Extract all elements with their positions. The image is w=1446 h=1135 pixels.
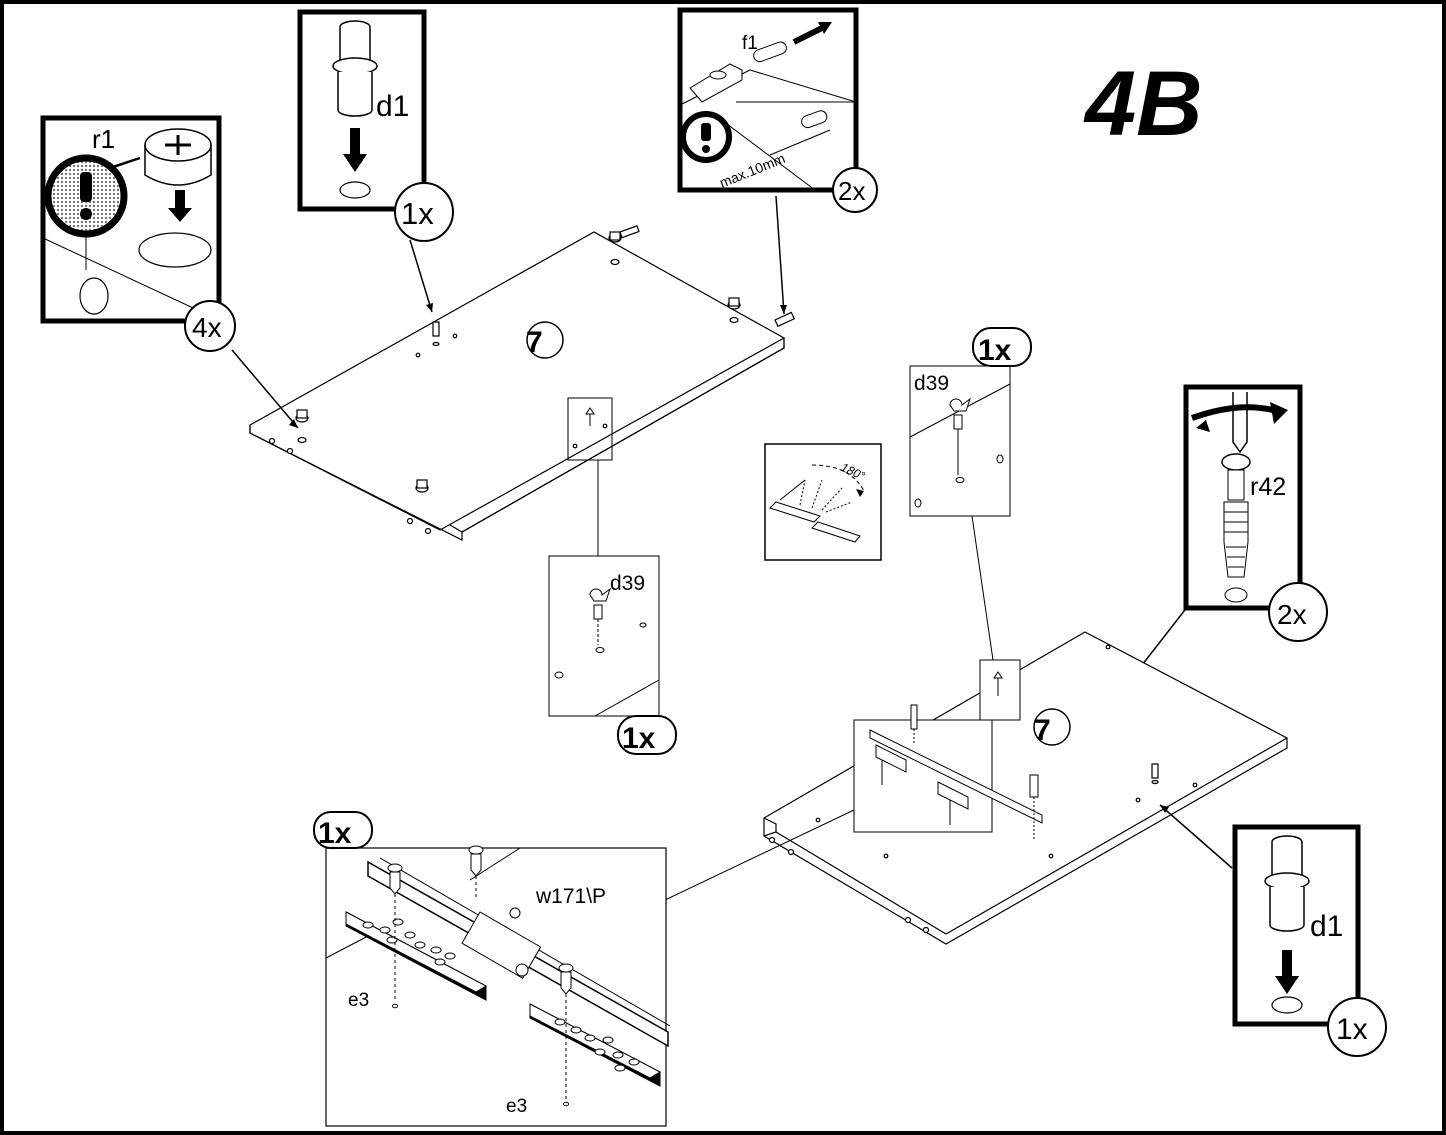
callout-r1 xyxy=(40,115,222,324)
quantity-d39-middle: 1x xyxy=(622,722,656,755)
quantity-badge-r1 xyxy=(184,300,236,352)
callout-d1-upper xyxy=(297,9,427,212)
panel-number-circle xyxy=(1033,708,1071,746)
part-label-e3-bottom: e3 xyxy=(506,1096,527,1117)
cam-fitting-icon xyxy=(415,479,429,493)
quantity-d1-upper: 1x xyxy=(401,196,434,231)
callout-d39-middle xyxy=(548,555,660,717)
part-label-f1: f1 xyxy=(742,33,758,54)
rotation-diagram xyxy=(764,443,882,561)
quantity-badge-w171 xyxy=(313,811,373,849)
part-label-r1: r1 xyxy=(92,124,115,154)
hinge-plate-icon xyxy=(993,671,1003,696)
panel-number-circle xyxy=(526,321,564,359)
part-label-d1-upper: d1 xyxy=(376,90,409,123)
callout-arrow xyxy=(409,239,433,313)
panel-7-upper xyxy=(249,225,796,541)
quantity-r42: 2x xyxy=(1277,599,1307,630)
part-label-d1-lower: d1 xyxy=(1310,910,1343,943)
part-label-r42: r42 xyxy=(1250,473,1286,501)
part-label-e3-left: e3 xyxy=(348,990,369,1011)
callout-r42 xyxy=(1183,384,1303,611)
hinge-plate-icon xyxy=(589,587,611,602)
quantity-f1: 2x xyxy=(838,176,865,206)
quantity-badge-d1-lower xyxy=(1327,997,1387,1057)
step-label: 4B xyxy=(1083,53,1203,155)
screw-icon xyxy=(1221,453,1251,471)
hinge-plate-icon xyxy=(585,407,595,426)
screw-icon xyxy=(558,963,574,1107)
screw-icon xyxy=(468,845,484,900)
callout-arrow xyxy=(775,195,785,315)
callout-line xyxy=(971,515,994,661)
dowel-icon xyxy=(753,41,787,63)
dowel-icon xyxy=(774,311,796,328)
callout-f1 xyxy=(677,7,859,193)
panel-7-lower xyxy=(763,631,1288,945)
quantity-d39-right: 1x xyxy=(978,334,1012,367)
quantity-badge-f1 xyxy=(832,167,878,213)
callout-arrow xyxy=(1159,804,1233,869)
quantity-badge-d1-upper xyxy=(394,182,454,242)
part-label-w171: w171\P xyxy=(535,885,606,908)
callout-d1-lower xyxy=(1232,824,1361,1027)
quantity-r1: 4x xyxy=(192,312,222,343)
wood-dowel-icon xyxy=(1271,835,1303,877)
quantity-badge-d39-middle xyxy=(617,715,677,755)
wood-dowel-icon xyxy=(339,20,371,62)
callout-w171 xyxy=(325,845,671,1127)
hinge-mechanism-frame xyxy=(853,704,1043,840)
detail-frame-small xyxy=(567,397,613,461)
part-label-d39-middle: d39 xyxy=(610,572,645,595)
part-label-d39-right: d39 xyxy=(914,372,949,395)
cam-fitting-icon xyxy=(608,225,640,266)
quantity-d1-lower: 1x xyxy=(1336,1013,1368,1046)
screw-icon xyxy=(387,863,403,1009)
cam-fitting-icon xyxy=(295,409,309,444)
callout-line xyxy=(664,809,855,901)
callout-d39-right xyxy=(909,365,1011,517)
cam-fitting-icon xyxy=(727,297,741,324)
quantity-badge-r42 xyxy=(1268,582,1328,642)
hinge-plate-icon xyxy=(949,397,971,412)
callout-arrow xyxy=(231,349,299,429)
screwdriver-icon xyxy=(1232,392,1248,454)
quantity-badge-d39-right xyxy=(972,327,1032,367)
detail-frame-small xyxy=(979,659,1021,721)
dowel-icon xyxy=(432,321,440,347)
quantity-w171: 1x xyxy=(318,817,352,850)
